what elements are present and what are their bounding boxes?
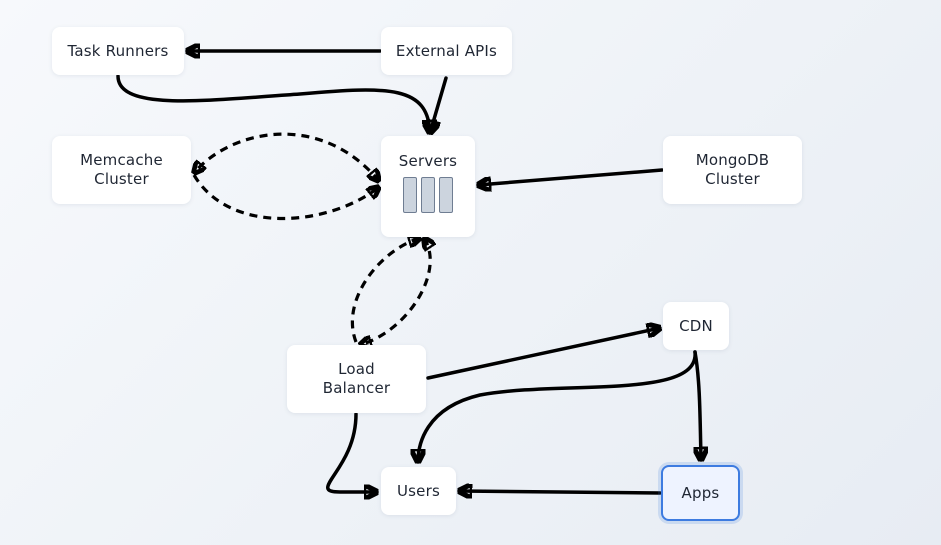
node-users[interactable]: Users	[381, 467, 456, 515]
node-mongodb-cluster-line1: MongoDB	[695, 151, 770, 169]
server-unit-icon	[439, 177, 453, 213]
node-memcache-cluster-line2: Cluster	[94, 170, 149, 188]
node-external-apis-label: External APIs	[395, 41, 498, 60]
node-load-balancer[interactable]: Load Balancer	[287, 345, 426, 413]
edge-servers-loadbalancer-left	[350, 238, 420, 343]
node-external-apis[interactable]: External APIs	[381, 27, 512, 75]
node-mongodb-cluster-line2: Cluster	[705, 170, 760, 188]
edge-cdn-to-apps	[693, 350, 701, 462]
edge-mongodb-to-servers	[478, 168, 664, 185]
server-unit-icon	[421, 177, 435, 213]
edge-external-apis-to-servers	[430, 76, 448, 133]
edge-apps-to-users	[457, 491, 662, 493]
node-servers[interactable]: Servers	[381, 136, 475, 237]
edge-task-runners-to-servers	[116, 74, 430, 133]
node-users-label: Users	[396, 481, 440, 500]
node-task-runners-label: Task Runners	[67, 41, 169, 60]
edge-servers-memcache-lower	[192, 174, 379, 221]
server-rack-icon	[403, 177, 453, 213]
edge-cdn-to-users	[418, 350, 697, 464]
node-cdn[interactable]: CDN	[663, 302, 729, 350]
node-cdn-label: CDN	[679, 316, 713, 335]
node-memcache-cluster[interactable]: Memcache Cluster	[52, 136, 191, 204]
edge-loadbalancer-to-users	[326, 412, 379, 492]
node-apps[interactable]: Apps	[661, 465, 740, 521]
node-task-runners[interactable]: Task Runners	[52, 27, 184, 75]
node-load-balancer-line1: Load	[338, 360, 375, 378]
node-apps-label: Apps	[681, 483, 720, 502]
node-load-balancer-line2: Balancer	[322, 379, 391, 397]
node-servers-label: Servers	[398, 152, 458, 170]
server-unit-icon	[403, 177, 417, 213]
edge-loadbalancer-to-cdn	[426, 328, 660, 380]
edge-servers-memcache-upper	[194, 132, 379, 181]
edge-servers-loadbalancer-right	[360, 238, 430, 345]
node-mongodb-cluster[interactable]: MongoDB Cluster	[663, 136, 802, 204]
node-memcache-cluster-line1: Memcache	[80, 151, 163, 169]
